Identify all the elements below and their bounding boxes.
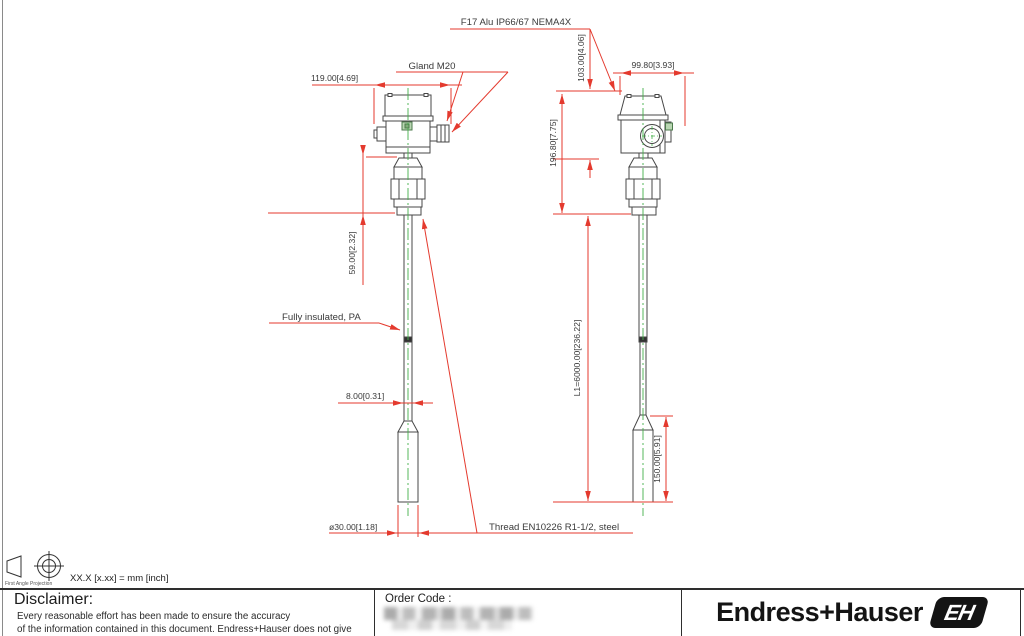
dim-weight-height	[650, 415, 673, 501]
process-connection	[390, 157, 426, 216]
dim-side-width-label: 99.80[3.93]	[631, 60, 674, 70]
dim-head-height	[553, 94, 631, 215]
redacted-row	[392, 620, 512, 630]
gland-label: Gland M20	[409, 61, 456, 72]
dim-rope-diameter-label: 8.00[0.31]	[346, 391, 384, 401]
order-code-cell: Order Code :	[375, 590, 680, 636]
terminal-cover	[665, 122, 673, 131]
sight-glass	[640, 124, 664, 148]
leader-housing-spec	[450, 28, 616, 92]
disclaimer-text-line: Every reasonable effort has been made to…	[17, 611, 291, 622]
brand-wordmark: Endress+Hauser	[716, 596, 923, 627]
projection-symbol	[6, 551, 64, 581]
leader-thread	[421, 218, 478, 534]
dim-weight-height-label: 150.00[5.91]	[652, 435, 662, 483]
title-block-border-right	[1020, 588, 1021, 636]
dim-front-width-label: 119.00[4.69]	[311, 73, 358, 83]
housing-spec-label: F17 Alu IP66/67 NEMA4X	[461, 17, 572, 28]
thread-label: Thread EN10226 R1-1/2, steel	[489, 522, 619, 533]
cone-symbol	[6, 555, 22, 578]
probe-weight	[397, 420, 419, 503]
dim-weight-diameter-label: ø30.00[1.18]	[329, 522, 377, 532]
dimensional-drawing: F17 Alu IP66/67 NEMA4X Gland M20 119.00[…	[5, 17, 694, 587]
title-block-border	[0, 588, 1024, 590]
order-code-label: Order Code :	[385, 593, 452, 605]
brand-cell: Endress+Hauser EH	[681, 588, 1020, 636]
dim-side-width	[613, 70, 694, 126]
disclaimer-title: Disclaimer:	[14, 591, 94, 608]
insulation-label: Fully insulated, PA	[282, 312, 361, 323]
dim-probe-length-label: L1=6000.00[236.22]	[572, 320, 582, 397]
units-note: XX.X [x.xx] = mm [inch]	[70, 573, 168, 584]
cable-gland	[429, 124, 450, 143]
process-connection	[625, 157, 661, 216]
dim-neck-height-label: 59.00[2.32]	[347, 231, 357, 274]
title-block-divider	[681, 588, 682, 636]
endress-hauser-logo-icon: EH	[928, 596, 990, 628]
leader-gland	[396, 71, 509, 133]
ground-terminal	[401, 121, 413, 131]
disclaimer-text-line: of the information contained in this doc…	[17, 623, 352, 635]
dim-housing-height-label: 103.00[4.06]	[576, 34, 586, 82]
dim-head-height-label: 196.80[7.75]	[548, 119, 558, 167]
logo-letters: EH	[942, 599, 977, 624]
order-code-redacted	[384, 607, 534, 631]
side-view	[617, 88, 673, 516]
front-view	[373, 88, 450, 516]
dim-housing-height	[553, 29, 622, 178]
redacted-row	[384, 607, 534, 620]
page-border-left	[2, 0, 3, 636]
title-block-divider	[374, 588, 375, 636]
projection-caption: First Angle Projection	[5, 581, 52, 587]
blind-plug	[373, 126, 387, 142]
leader-insulation	[269, 322, 401, 331]
dim-neck-height	[268, 145, 397, 285]
dim-weight-diameter	[329, 505, 633, 537]
dim-probe-length	[553, 216, 673, 503]
disclaimer-cell: Disclaimer: Every reasonable effort has …	[2, 590, 372, 636]
